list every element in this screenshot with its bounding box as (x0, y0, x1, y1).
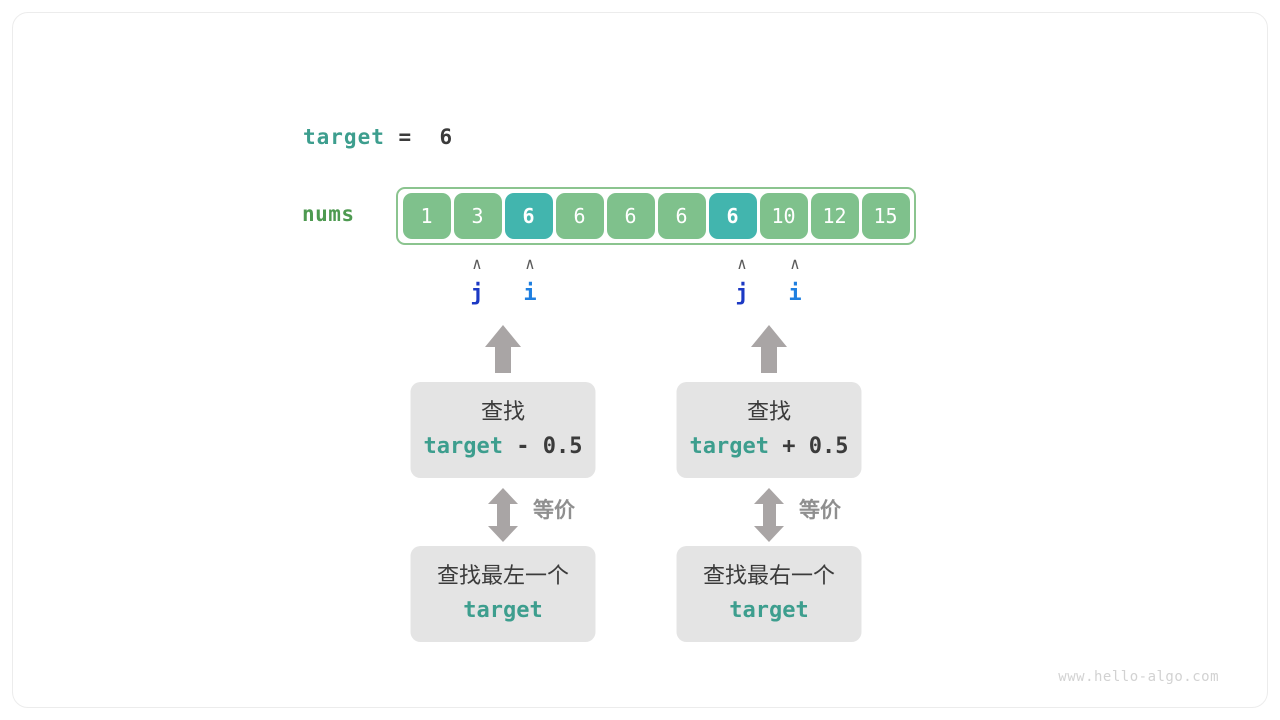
equivalence-arrow-icon-left (488, 488, 518, 542)
pointer-label-i: i (523, 281, 537, 306)
pointer-label-j: j (470, 281, 484, 306)
search-box-left: 查找 target - 0.5 (410, 382, 596, 478)
pointer-caret-icon: ∧ (737, 254, 747, 273)
result-box-right-code: target (729, 598, 809, 623)
pointer-caret-icon: ∧ (525, 254, 535, 273)
result-box-right-title: 查找最右一个 (702, 564, 835, 590)
watermark: www.hello-algo.com (1058, 669, 1219, 685)
equivalence-label-right: 等价 (799, 498, 841, 522)
search-box-right: 查找 target + 0.5 (676, 382, 862, 478)
pointer-caret-icon: ∧ (790, 254, 800, 273)
search-box-left-title: 查找 (480, 400, 525, 426)
equivalence-arrow-icon-right (754, 488, 784, 542)
equivalence-label-left: 等价 (533, 498, 575, 522)
up-arrow-icon-left (485, 325, 521, 373)
pointer-label-i: i (788, 281, 802, 306)
array-cell-highlighted: 6 (708, 193, 757, 239)
search-box-left-expression: target - 0.5 (423, 434, 583, 459)
result-box-left: 查找最左一个 target (410, 546, 596, 642)
array-cell: 10 (759, 193, 808, 239)
target-variable-name: target (303, 125, 385, 149)
result-box-right: 查找最右一个 target (676, 546, 862, 642)
pointer-caret-icon: ∧ (472, 254, 482, 273)
array-cell: 6 (657, 193, 706, 239)
figure-canvas: target = 6 nums 1 3 6 6 6 6 6 10 12 15 ∧… (12, 12, 1268, 708)
array-cell: 12 (810, 193, 859, 239)
array-cell: 6 (606, 193, 655, 239)
array-cell-highlighted: 6 (504, 193, 553, 239)
pointer-label-j: j (735, 281, 749, 306)
array-cell: 3 (453, 193, 502, 239)
array-cell: 15 (861, 193, 910, 239)
up-arrow-icon-right (751, 325, 787, 373)
array-label-nums: nums (302, 202, 355, 226)
target-declaration: target = 6 (303, 125, 453, 149)
array-cell: 1 (402, 193, 451, 239)
result-box-left-title: 查找最左一个 (436, 564, 569, 590)
target-value: 6 (439, 125, 454, 149)
target-equals-sign: = (398, 125, 413, 149)
result-box-left-code: target (463, 598, 543, 623)
array-container: 1 3 6 6 6 6 6 10 12 15 (396, 187, 916, 245)
search-box-right-title: 查找 (746, 400, 791, 426)
array-cell: 6 (555, 193, 604, 239)
search-box-right-expression: target + 0.5 (689, 434, 849, 459)
